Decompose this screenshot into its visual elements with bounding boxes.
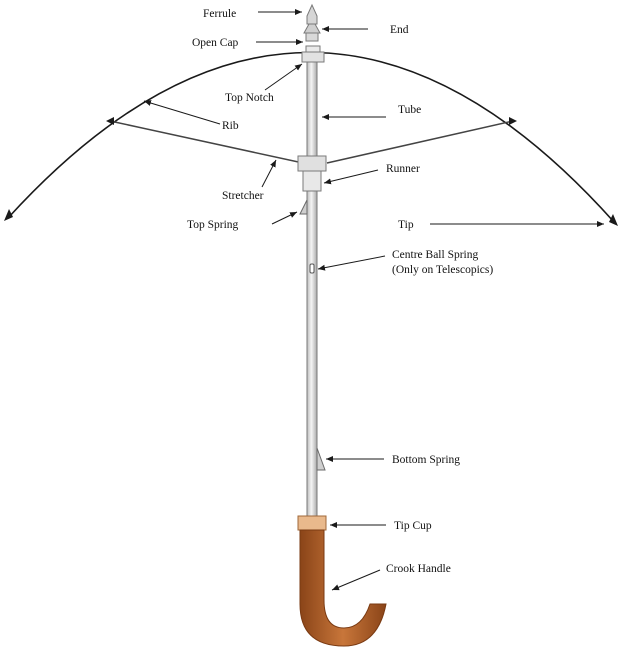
bottom-spring-shape	[316, 447, 326, 471]
centre-ball-spring-shape	[309, 263, 315, 274]
runner-sleeve	[302, 170, 322, 192]
label-tube: Tube	[398, 104, 421, 116]
canopy-tip-right	[609, 214, 618, 226]
label-crook-handle: Crook Handle	[386, 563, 451, 575]
rib-joint-left	[106, 117, 114, 125]
top-notch-shape	[301, 51, 325, 63]
ferrule-shape	[306, 3, 318, 25]
top-spring-shape	[299, 199, 308, 215]
label-rib: Rib	[222, 120, 239, 132]
stretcher-right	[326, 120, 514, 164]
label-top-spring: Top Spring	[187, 219, 239, 231]
top-notch-cap	[305, 45, 321, 53]
centre-ball-spring-arrow	[317, 255, 386, 271]
tube-shaft	[306, 61, 318, 521]
tip-cup-shape	[297, 515, 327, 531]
stretcher-arrow	[261, 159, 277, 188]
label-tip: Tip	[398, 219, 414, 231]
label-stretcher: Stretcher	[222, 190, 264, 202]
top-notch-arrow	[264, 63, 303, 91]
label-tip-cup: Tip Cup	[394, 520, 432, 532]
crook-handle-arrow	[331, 569, 381, 591]
label-centre-ball-spring-note: (Only on Telescopics)	[392, 264, 493, 276]
label-runner: Runner	[386, 163, 420, 175]
crook-handle-shape	[299, 529, 387, 647]
label-top-notch: Top Notch	[225, 92, 274, 104]
label-end: End	[390, 24, 409, 36]
open-cap-shape	[305, 32, 319, 42]
runner-shape	[297, 155, 327, 172]
top-spring-arrow	[271, 211, 298, 225]
runner-arrow	[323, 169, 379, 185]
label-bottom-spring: Bottom Spring	[392, 454, 460, 466]
end-shape	[303, 23, 321, 34]
rib-arrow	[143, 100, 221, 125]
stretcher-left	[109, 120, 304, 164]
rib-joint-right	[509, 117, 517, 125]
canopy-tip-left	[4, 209, 13, 221]
label-ferrule: Ferrule	[203, 8, 236, 20]
label-open-cap: Open Cap	[192, 37, 239, 49]
label-centre-ball-spring: Centre Ball Spring	[392, 249, 478, 261]
